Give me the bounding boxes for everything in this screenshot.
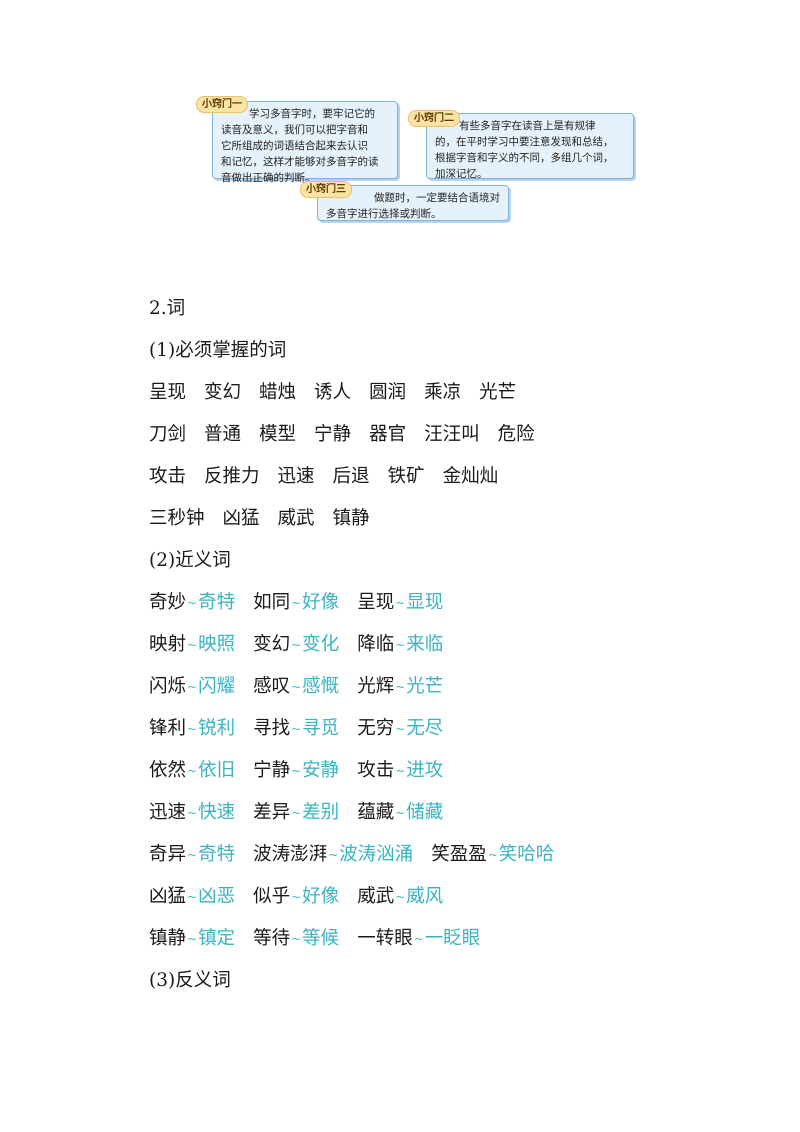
synonym-pair: 威武~威风 <box>357 886 444 907</box>
synonym-pair: 差异~差别 <box>253 802 340 823</box>
word: 宁静 <box>314 424 352 445</box>
synonym-pair: 映射~映照 <box>149 634 236 655</box>
word: 攻击 <box>149 466 187 487</box>
word: 金灿灿 <box>442 466 499 487</box>
tip-line: 有些多音字在读音上是有规律 <box>459 120 596 132</box>
synonym-pair: 似乎~好像 <box>253 886 340 907</box>
synonym-row: 映射~映照变幻~变化降临~来临 <box>149 632 461 658</box>
subsection-title-must-words: (1)必须掌握的词 <box>149 340 287 361</box>
tip-line: 音做出正确的判断。 <box>221 172 316 184</box>
subsection-title-synonyms: (2)近义词 <box>149 550 231 571</box>
tip-line: 根据字音和字义的不同，多组几个词， <box>435 152 614 164</box>
tip-line: 它所组成的词语结合起来去认识 <box>221 140 368 152</box>
word: 反推力 <box>204 466 260 487</box>
synonym-pair: 呈现~显现 <box>357 592 444 613</box>
must-words-row: 刀剑普通模型宁静器官汪汪叫危险 <box>149 422 553 448</box>
must-words-row: 呈现变幻蜡烛诱人圆润乘凉光芒 <box>149 380 534 406</box>
word: 模型 <box>259 424 297 445</box>
must-words-row: 三秒钟凶猛威武镇静 <box>149 506 388 532</box>
word: 普通 <box>204 424 242 445</box>
synonym-pair: 波涛澎湃~波涛汹涌 <box>253 844 414 865</box>
must-words-row: 攻击反推力迅速后退铁矿金灿灿 <box>149 464 516 490</box>
synonym-pair: 奇妙~奇特 <box>149 592 236 613</box>
word: 呈现 <box>149 382 187 403</box>
subsection-title-antonyms: (3)反义词 <box>149 970 231 991</box>
word: 器官 <box>369 424 407 445</box>
synonym-pair: 一转眼~一眨眼 <box>357 928 481 949</box>
synonym-pair: 凶猛~凶恶 <box>149 886 236 907</box>
tip-line: 加深记忆。 <box>435 168 488 180</box>
word: 刀剑 <box>149 424 187 445</box>
synonym-row: 奇妙~奇特如同~好像呈现~显现 <box>149 590 461 616</box>
tip-line: 做题时，一定要结合语境对 <box>374 192 500 204</box>
synonym-pair: 宁静~安静 <box>253 760 340 781</box>
synonym-pair: 如同~好像 <box>253 592 340 613</box>
tip-line: 和记忆，这样才能够对多音字的读 <box>221 156 379 168</box>
tip-label-1: 小窍门一 <box>196 96 248 113</box>
synonym-row: 凶猛~凶恶似乎~好像威武~威风 <box>149 884 461 910</box>
word: 铁矿 <box>387 466 425 487</box>
word: 汪汪叫 <box>424 424 480 445</box>
synonym-pair: 光辉~光芒 <box>357 676 444 697</box>
synonym-pair: 依然~依旧 <box>149 760 236 781</box>
word: 圆润 <box>369 382 407 403</box>
synonym-pair: 攻击~进攻 <box>357 760 444 781</box>
word: 迅速 <box>277 466 315 487</box>
synonym-pair: 笑盈盈~笑哈哈 <box>431 844 555 865</box>
synonym-pair: 无穷~无尽 <box>357 718 444 739</box>
synonym-pair: 等待~等候 <box>253 928 340 949</box>
word: 变幻 <box>204 382 242 403</box>
tip-line: 学习多音字时，要牢记它的 <box>249 108 375 120</box>
word: 危险 <box>497 424 535 445</box>
word: 诱人 <box>314 382 352 403</box>
tip-line: 读音及意义，我们可以把字音和 <box>221 124 368 136</box>
section-title: 2.词 <box>149 298 186 319</box>
synonym-pair: 感叹~感慨 <box>253 676 340 697</box>
tip-box-1: 学习多音字时，要牢记它的 读音及意义，我们可以把字音和 它所组成的词语结合起来去… <box>212 101 398 184</box>
tip-label-3: 小窍门三 <box>300 181 352 198</box>
synonym-row: 锋利~锐利寻找~寻觅无穷~无尽 <box>149 716 461 742</box>
tip-box-3: 做题时，一定要结合语境对 多音字进行选择或判断。 <box>317 185 509 221</box>
word: 威武 <box>277 508 315 529</box>
word: 光芒 <box>479 382 517 403</box>
synonym-pair: 奇异~奇特 <box>149 844 236 865</box>
word: 蜡烛 <box>259 382 297 403</box>
synonym-pair: 迅速~快速 <box>149 802 236 823</box>
synonym-pair: 蕴藏~储藏 <box>357 802 444 823</box>
tip-label-2: 小窍门二 <box>408 110 460 127</box>
synonym-pair: 降临~来临 <box>357 634 444 655</box>
tip-line: 的，在平时学习中要注意发现和总结， <box>435 136 614 148</box>
word: 镇静 <box>332 508 370 529</box>
synonym-row: 闪烁~闪耀感叹~感慨光辉~光芒 <box>149 674 461 700</box>
synonym-row: 迅速~快速差异~差别蕴藏~储藏 <box>149 800 461 826</box>
word: 凶猛 <box>222 508 260 529</box>
word: 三秒钟 <box>149 508 205 529</box>
synonym-pair: 闪烁~闪耀 <box>149 676 236 697</box>
synonym-row: 镇静~镇定等待~等候一转眼~一眨眼 <box>149 926 498 952</box>
word: 后退 <box>332 466 370 487</box>
synonym-pair: 锋利~锐利 <box>149 718 236 739</box>
synonym-row: 依然~依旧宁静~安静攻击~进攻 <box>149 758 461 784</box>
synonym-pair: 镇静~镇定 <box>149 928 236 949</box>
synonym-pair: 变幻~变化 <box>253 634 340 655</box>
tip-line: 多音字进行选择或判断。 <box>326 208 442 220</box>
tip-box-2: 有些多音字在读音上是有规律 的，在平时学习中要注意发现和总结， 根据字音和字义的… <box>426 113 634 180</box>
synonym-pair: 寻找~寻觅 <box>253 718 340 739</box>
word: 乘凉 <box>424 382 462 403</box>
synonym-row: 奇异~奇特波涛澎湃~波涛汹涌笑盈盈~笑哈哈 <box>149 842 572 868</box>
